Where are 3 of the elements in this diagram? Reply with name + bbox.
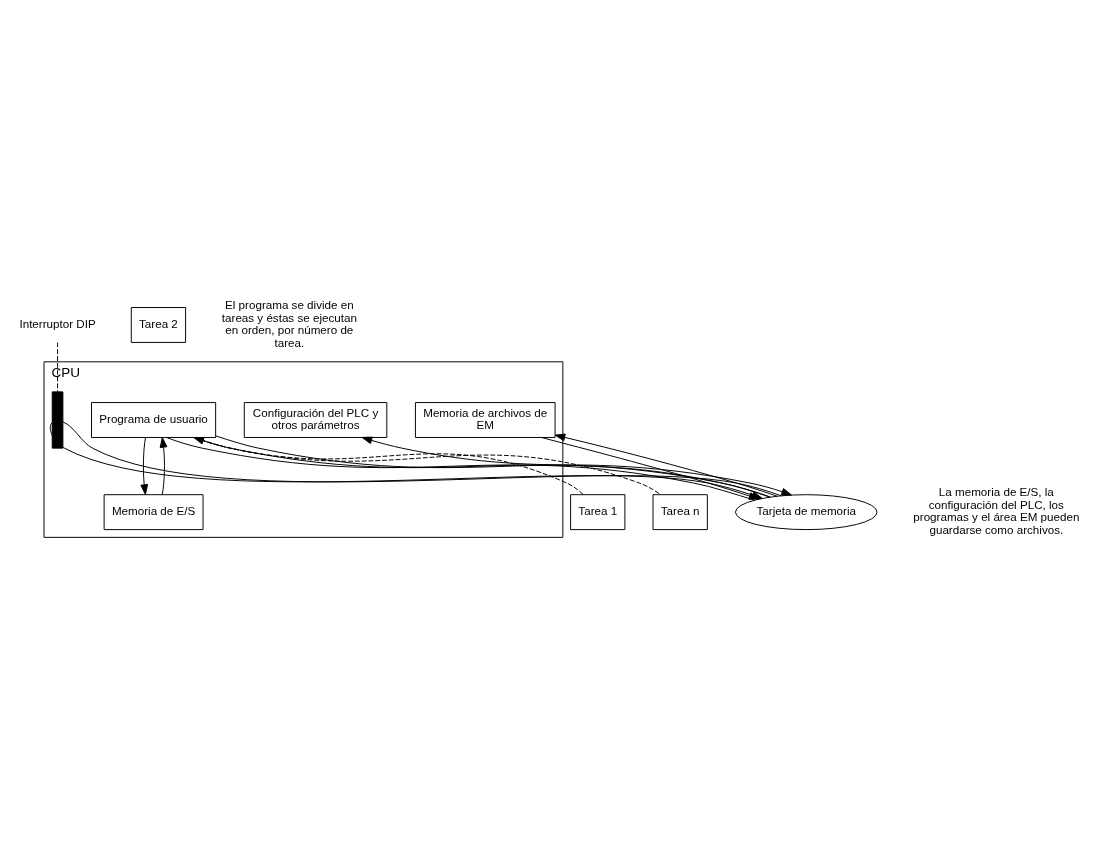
node-label: La memoria de E/S, la configuración del PLC, los programas y el área EM pueden guardarse como archivos. [913,485,1080,537]
label: El programa se divide en tareas y éstas se ejecutan en orden, por número de tarea. [221,298,357,349]
node-text: Interruptor DIP [19,316,96,330]
